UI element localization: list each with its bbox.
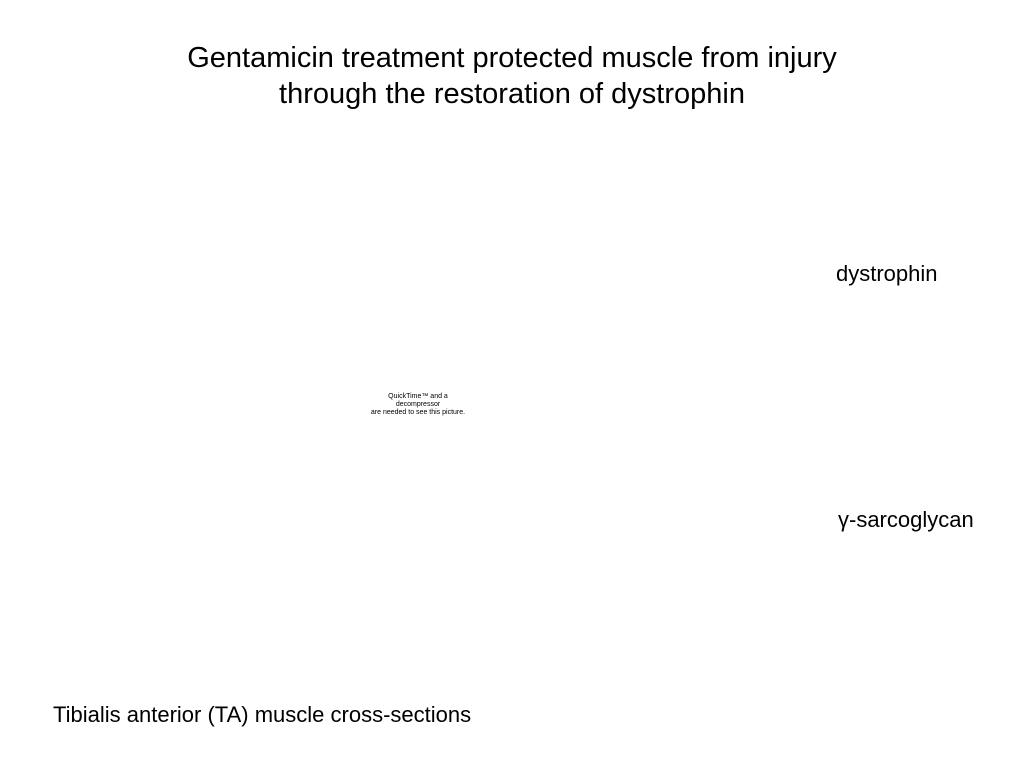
- slide-title-line-1: Gentamicin treatment protected muscle fr…: [187, 42, 837, 74]
- slide-title: Gentamicin treatment protected muscle fr…: [0, 40, 1024, 112]
- image-placeholder: QuickTime™ and a decompressor are needed…: [320, 393, 516, 417]
- placeholder-line-3: are needed to see this picture.: [370, 409, 466, 416]
- label-dystrophin: dystrophin: [836, 261, 938, 286]
- slide-title-line-2: through the restoration of dystrophin: [279, 78, 745, 110]
- placeholder-line-2: decompressor: [395, 401, 441, 408]
- label-gamma-sarcoglycan: γ-sarcoglycan: [838, 507, 974, 532]
- figure-caption: Tibialis anterior (TA) muscle cross-sect…: [53, 702, 472, 727]
- placeholder-line-1: QuickTime™ and a: [388, 393, 448, 400]
